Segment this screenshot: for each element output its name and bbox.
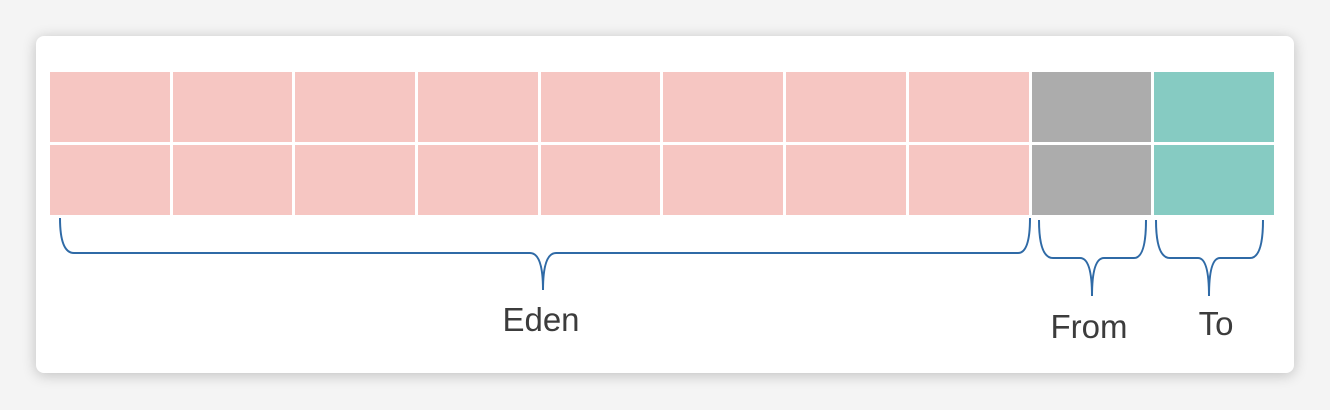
from-cell bbox=[1031, 145, 1152, 215]
eden-cell bbox=[540, 72, 661, 142]
eden-cell bbox=[295, 145, 416, 215]
eden-cell bbox=[908, 72, 1029, 142]
to-cell bbox=[1154, 72, 1274, 142]
eden-cell bbox=[540, 145, 661, 215]
eden-cell bbox=[418, 72, 538, 142]
eden-cell bbox=[908, 145, 1029, 215]
to-label: To bbox=[1198, 305, 1234, 342]
heap-grid bbox=[50, 72, 1274, 215]
eden-cell bbox=[172, 145, 293, 215]
eden-cell bbox=[786, 72, 906, 142]
from-cell bbox=[1031, 72, 1152, 142]
from-label: From bbox=[1050, 308, 1128, 345]
to-cell bbox=[1154, 145, 1274, 215]
eden-cell bbox=[786, 145, 906, 215]
eden-cell bbox=[50, 145, 170, 215]
eden-cell bbox=[50, 72, 170, 142]
eden-cell bbox=[172, 72, 293, 142]
eden-cell bbox=[663, 72, 784, 142]
eden-cell bbox=[663, 145, 784, 215]
eden-label: Eden bbox=[502, 301, 580, 338]
eden-cell bbox=[418, 145, 538, 215]
eden-cell bbox=[295, 72, 416, 142]
